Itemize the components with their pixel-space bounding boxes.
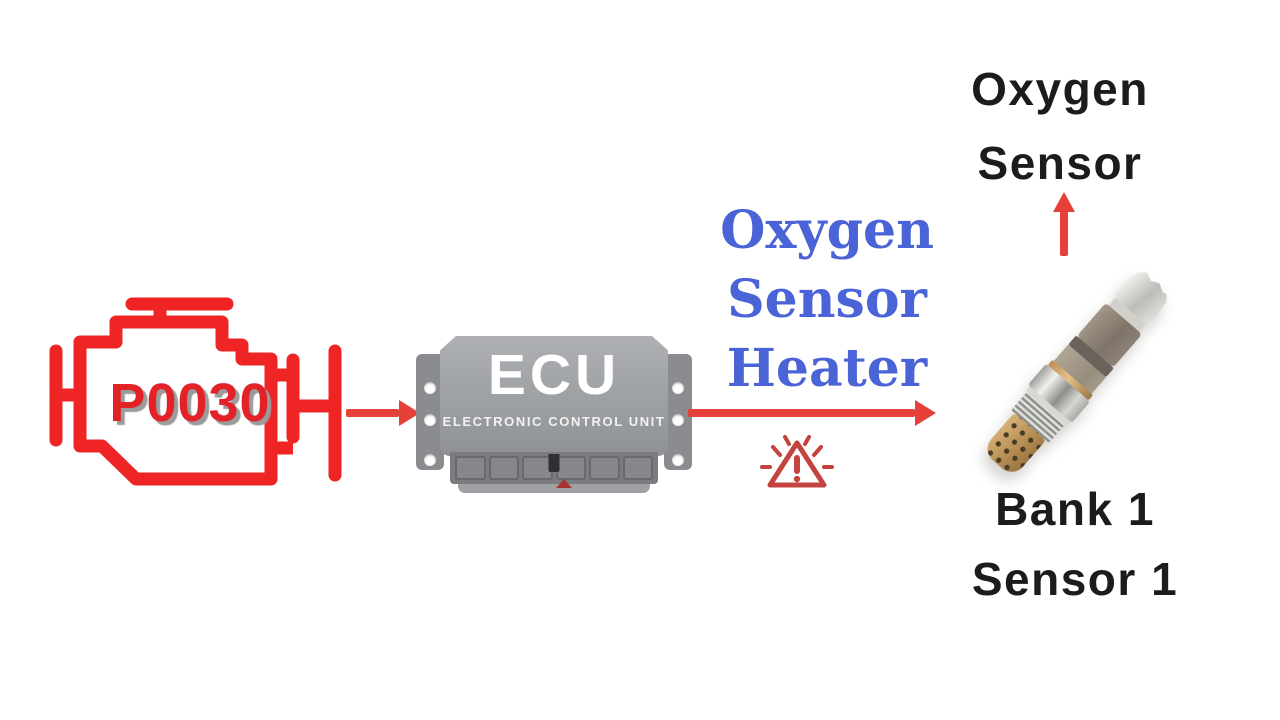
warning-exclamation-dot xyxy=(793,475,801,483)
mount-hole xyxy=(672,414,684,426)
sensor-title: Oxygen Sensor xyxy=(930,52,1190,200)
sensor-location-line: Sensor 1 xyxy=(971,553,1179,605)
pin-block xyxy=(622,456,653,480)
heater-label-line: Heater xyxy=(726,338,928,399)
connector-notch xyxy=(548,454,560,472)
ecu-body: ECU ELECTRONIC CONTROL UNIT xyxy=(440,336,668,456)
arrow-head xyxy=(1053,192,1075,212)
mount-hole xyxy=(424,454,436,466)
mount-hole xyxy=(424,382,436,394)
arrow-shaft xyxy=(1060,210,1068,256)
sensor-title-line: Oxygen xyxy=(971,63,1149,115)
ecu-right-bracket xyxy=(664,354,692,470)
arrow-ecu-to-sensor xyxy=(688,399,936,427)
arrow-under-ecu xyxy=(556,479,572,488)
ecu-left-bracket xyxy=(416,354,444,470)
pin-block xyxy=(589,456,620,480)
ecu-sublabel: ELECTRONIC CONTROL UNIT xyxy=(442,414,666,429)
warning-spark-lines xyxy=(760,435,834,469)
oxygen-sensor-image xyxy=(975,261,1180,484)
warning-triangle-icon xyxy=(760,435,834,488)
arrow-head xyxy=(399,400,420,426)
warning-triangle-outline xyxy=(767,440,827,488)
ecu-base xyxy=(458,484,650,493)
mount-hole xyxy=(424,414,436,426)
dtc-code-label: P0030 xyxy=(109,373,271,433)
heater-label-line: Sensor xyxy=(727,269,927,330)
ecu-module-image: ECU ELECTRONIC CONTROL UNIT xyxy=(416,336,692,494)
ecu-label: ECU xyxy=(487,343,621,407)
arrow-shaft xyxy=(346,409,399,417)
pin-block xyxy=(455,456,486,480)
heater-label-line: Oxygen xyxy=(720,200,934,261)
arrow-head xyxy=(915,400,936,426)
ecu-connector xyxy=(450,452,658,484)
sensor-title-line: Sensor xyxy=(977,137,1143,189)
mount-hole xyxy=(672,382,684,394)
arrow-engine-to-ecu xyxy=(346,399,420,427)
sensor-location-line: Bank 1 xyxy=(995,483,1155,535)
pin-block xyxy=(555,456,586,480)
sensor-location: Bank 1 Sensor 1 xyxy=(925,474,1225,614)
arrow-shaft xyxy=(688,409,915,417)
pin-block xyxy=(488,456,519,480)
check-engine-icon xyxy=(49,297,342,486)
arrow-sensor-to-title xyxy=(1052,192,1076,258)
heater-label: Oxygen Sensor Heater xyxy=(688,196,966,403)
mount-hole xyxy=(672,454,684,466)
engine-body xyxy=(73,315,278,486)
